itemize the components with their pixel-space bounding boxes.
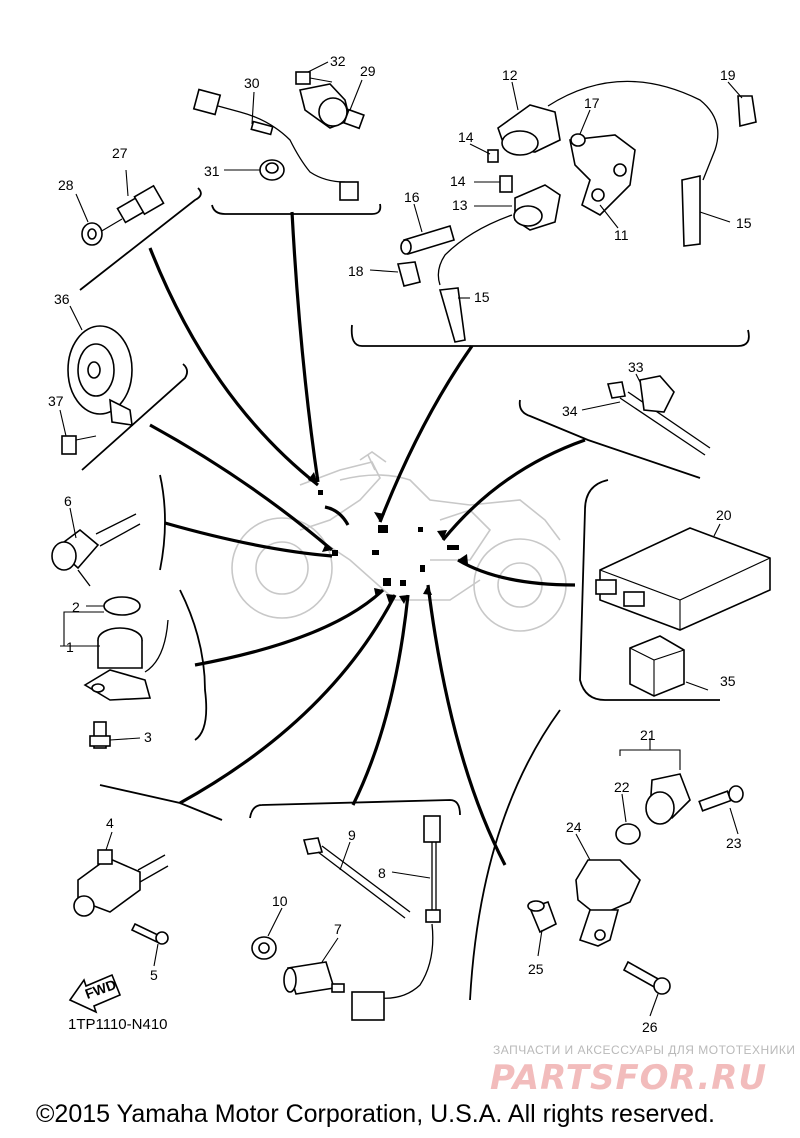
callout-numbers: 1 2 3 4 5 6 7 8 9 10 11 12 13 14 14 15 1…: [48, 53, 752, 1035]
callout-17: 17: [584, 95, 600, 111]
part-bolt-5: [130, 922, 169, 945]
watermark-logo: PARTSFOR.RU: [490, 1058, 768, 1098]
callout-7: 7: [334, 921, 342, 937]
callout-3: 3: [144, 729, 152, 745]
callout-35: 35: [720, 673, 736, 689]
part-sensor-1: [83, 619, 169, 701]
part-relay-35: [629, 635, 685, 697]
part-clip-19: [737, 95, 757, 128]
callout-15a: 15: [736, 215, 752, 231]
callout-25: 25: [528, 961, 544, 977]
copyright-text: ©2015 Yamaha Motor Corporation, U.S.A. A…: [36, 1100, 715, 1128]
part-bolt-32: [295, 71, 333, 85]
callout-18: 18: [348, 263, 364, 279]
callout-26: 26: [642, 1019, 658, 1035]
callout-22: 22: [614, 779, 630, 795]
part-cap-15: [438, 175, 701, 343]
callout-1: 1: [66, 639, 74, 655]
callout-30: 30: [244, 75, 260, 91]
part-tube-16: [400, 224, 455, 256]
callout-28: 28: [58, 177, 74, 193]
harness-marks: [318, 490, 459, 586]
part-sensor-27: [99, 184, 165, 233]
part-bolt-26: [622, 960, 671, 995]
part-clip-18: [396, 261, 421, 287]
callout-14a: 14: [458, 129, 474, 145]
part-tie-33-34: [606, 375, 711, 456]
part-coil-13: [437, 184, 561, 286]
callout-32: 32: [330, 53, 346, 69]
diagram-code: 1TP1110-N410: [68, 1016, 168, 1033]
callout-8: 8: [378, 865, 386, 881]
part-lead-30: [192, 88, 359, 201]
callout-2: 2: [72, 599, 80, 615]
callout-23: 23: [726, 835, 742, 851]
part-coil-12: [497, 80, 719, 181]
callout-29: 29: [360, 63, 376, 79]
part-oring-22: [615, 823, 641, 845]
part-oring-2: [103, 596, 141, 616]
callout-15b: 15: [474, 289, 490, 305]
watermark-caption: ЗАПЧАСТИ И АКСЕССУАРЫ ДЛЯ МОТОТЕХНИКИ: [493, 1043, 796, 1057]
callout-37: 37: [48, 393, 64, 409]
fwd-arrow-icon: FWD: [68, 973, 122, 1014]
callout-12: 12: [502, 67, 518, 83]
part-bolt-17: [570, 133, 586, 147]
part-switch-6: [51, 513, 141, 587]
group-brackets: [79, 187, 750, 1001]
part-clamp-31: [259, 159, 285, 181]
callout-24: 24: [566, 819, 582, 835]
part-sensor-29: [299, 83, 365, 130]
callout-21: 21: [640, 727, 656, 743]
callout-6: 6: [64, 493, 72, 509]
part-sensor-21: [645, 773, 691, 825]
callout-36: 36: [54, 291, 70, 307]
part-bolt-37: [61, 435, 97, 455]
callout-16: 16: [404, 189, 420, 205]
part-bolt-3: [89, 721, 111, 749]
part-ecu-20: [595, 527, 771, 631]
callout-10: 10: [272, 893, 288, 909]
callout-27: 27: [112, 145, 128, 161]
callout-33: 33: [628, 359, 644, 375]
callout-13: 13: [452, 197, 468, 213]
leader-lines: [148, 211, 586, 866]
part-washer-28: [81, 222, 103, 246]
part-horn-36: [67, 325, 133, 426]
callout-11: 11: [614, 227, 629, 243]
part-bracket-24: [575, 859, 641, 947]
callout-4: 4: [106, 815, 114, 831]
part-lead-8: [351, 815, 441, 1021]
part-washer-10: [251, 936, 277, 960]
callout-19: 19: [720, 67, 736, 83]
callout-31: 31: [204, 163, 220, 179]
part-bolt-23: [698, 785, 744, 812]
callout-14b: 14: [450, 173, 466, 189]
part-tie-9: [302, 837, 411, 919]
part-bolt-14: [487, 149, 513, 193]
callout-5: 5: [150, 967, 158, 983]
callout-34: 34: [562, 403, 578, 419]
part-sensor-4: [73, 849, 169, 917]
part-bracket-11: [569, 134, 636, 216]
callout-20: 20: [716, 507, 732, 523]
part-collar-25: [527, 900, 557, 934]
part-sensor-7: [283, 961, 345, 995]
callout-9: 9: [348, 827, 356, 843]
callout-lines: [59, 61, 743, 1017]
